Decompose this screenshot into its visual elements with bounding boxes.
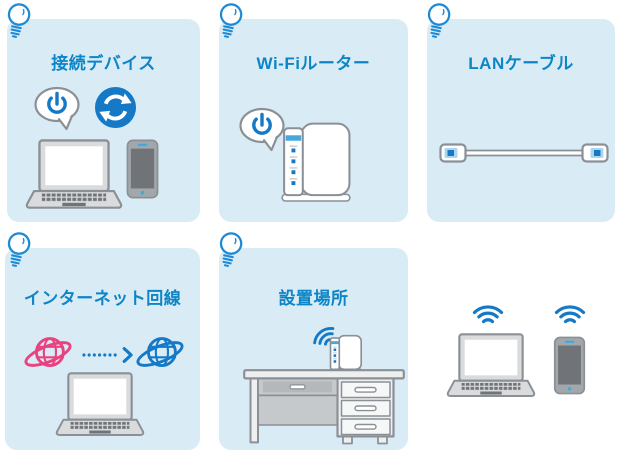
wifi-router-icon [329, 334, 363, 373]
lan-cable-icon [439, 143, 609, 163]
card-title: Wi-Fiルーター [256, 54, 371, 73]
card-title: LANケーブル [468, 54, 574, 73]
power-speech-bubble-icon [34, 86, 80, 131]
lightbulb-icon [219, 3, 243, 38]
card-title: 設置場所 [278, 289, 349, 308]
card-internet-line: インターネット回線 [5, 232, 200, 450]
card-wifi-router: Wi-Fiルーター [219, 3, 408, 222]
restart-icon [94, 86, 137, 129]
power-speech-bubble-icon [239, 107, 285, 152]
wifi-waves-icon [472, 305, 504, 324]
wifi-waves-icon [554, 305, 586, 324]
lightbulb-icon [7, 3, 31, 38]
card-title: 接続デバイス [51, 54, 156, 73]
dotted-arrow-icon [82, 347, 133, 363]
laptop-icon [446, 333, 536, 397]
smartphone-icon [553, 336, 586, 395]
card-connected-devices: 接続デバイス [7, 3, 200, 222]
wifi-router-icon [281, 122, 351, 202]
laptop-icon [25, 139, 123, 209]
card-placement: 設置場所 [219, 232, 408, 450]
card-title: インターネット回線 [23, 289, 182, 308]
area-wireless-devices [427, 248, 615, 450]
lightbulb-icon [7, 232, 31, 267]
lightbulb-icon [427, 3, 451, 38]
laptop-icon [55, 372, 145, 436]
desk-icon [243, 369, 405, 445]
smartphone-icon [126, 139, 159, 199]
lightbulb-icon [219, 232, 243, 267]
card-lan-cable: LANケーブル [427, 3, 615, 222]
globe-orbit-pink-icon [24, 337, 72, 367]
globe-orbit-blue-icon [136, 337, 184, 367]
